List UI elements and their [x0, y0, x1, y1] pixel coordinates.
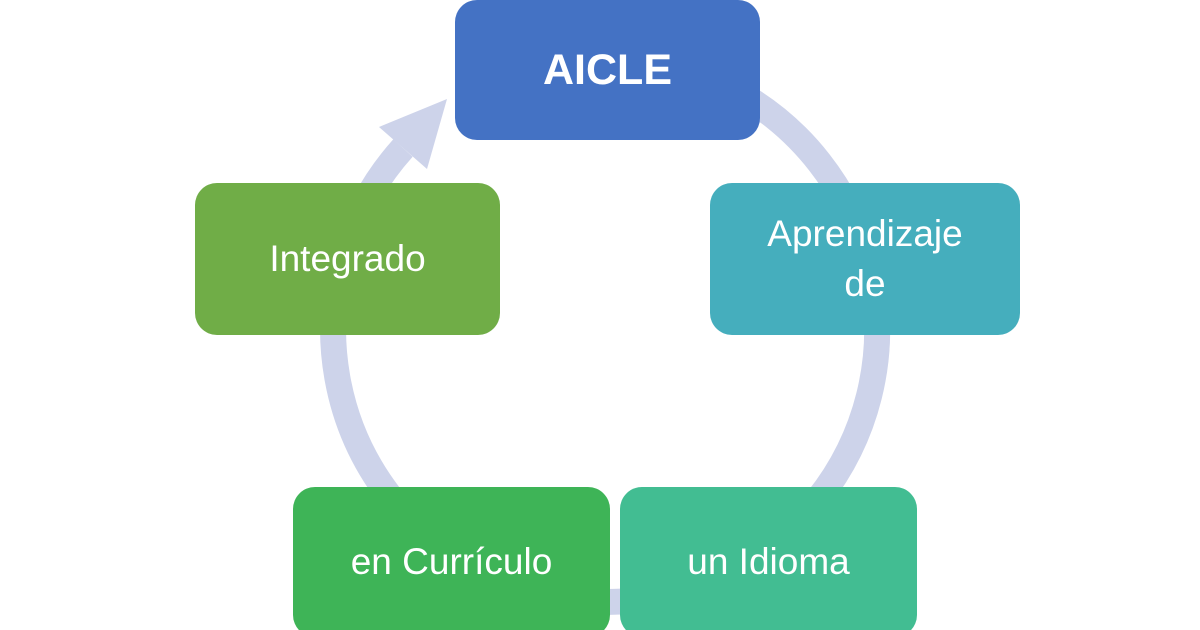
- node-un-idioma: un Idioma: [620, 487, 917, 630]
- node-aicle: AICLE: [455, 0, 760, 140]
- node-aprendizaje-de: Aprendizaje de: [710, 183, 1020, 335]
- node-en-curriculo: en Currículo: [293, 487, 610, 630]
- node-integrado: Integrado: [195, 183, 500, 335]
- cycle-arrowhead-icon: [379, 99, 447, 169]
